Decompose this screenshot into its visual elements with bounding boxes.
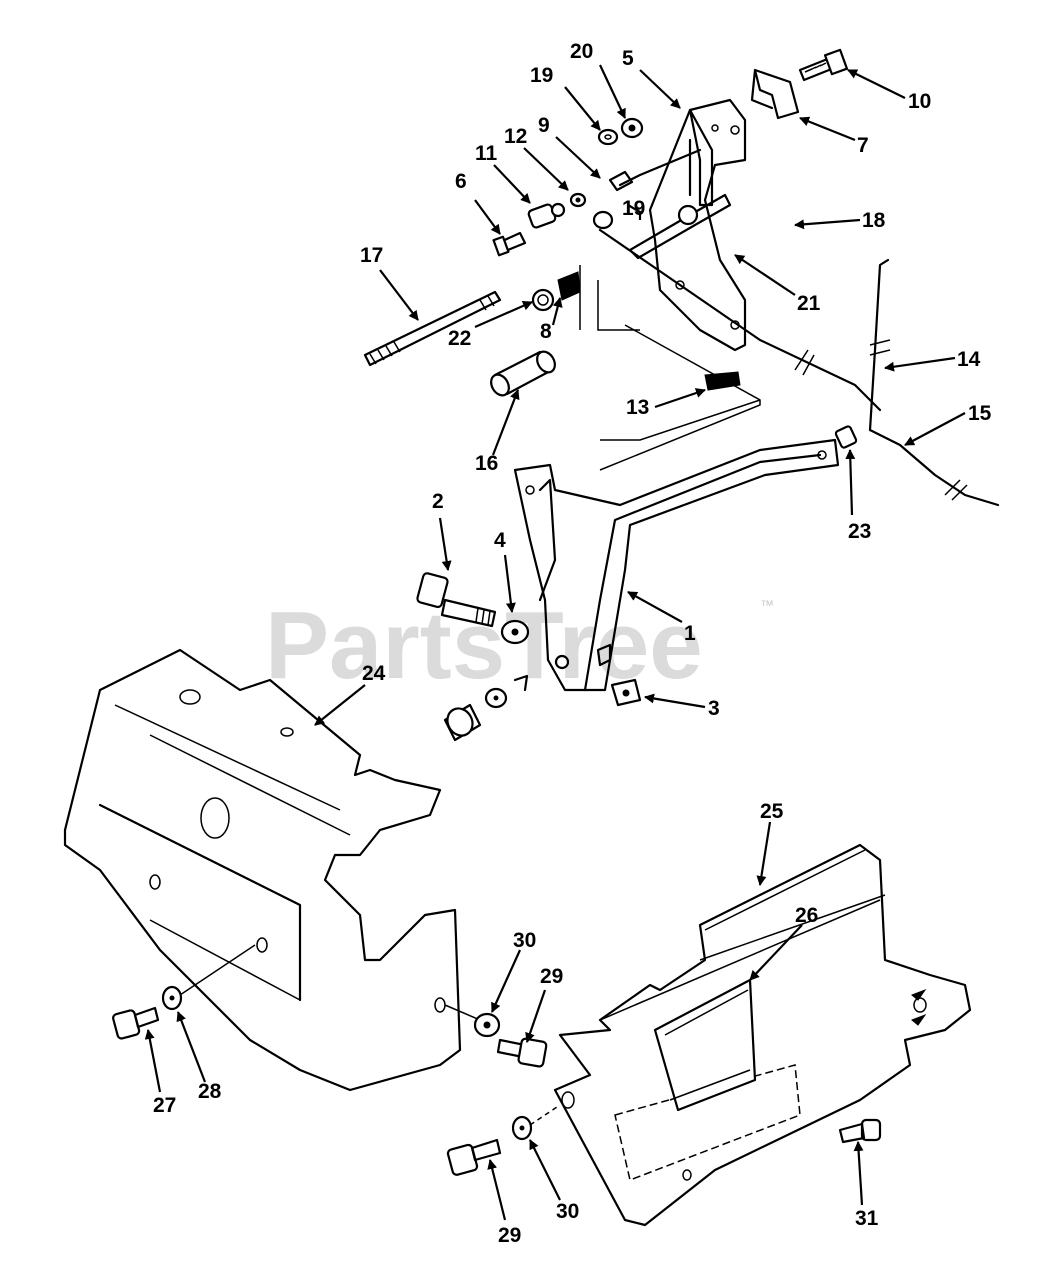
callout-30-bottom: 30 (556, 1200, 579, 1223)
callout-17: 17 (360, 244, 383, 267)
callout-2: 2 (432, 490, 444, 513)
callout-9: 9 (538, 114, 550, 137)
callout-3: 3 (708, 697, 720, 720)
callout-5: 5 (622, 47, 634, 70)
callout-29-mid: 29 (540, 965, 563, 988)
callout-12: 12 (504, 125, 527, 148)
callout-6: 6 (455, 170, 467, 193)
callout-15: 15 (968, 402, 992, 425)
callout-19-top: 19 (530, 64, 553, 87)
callout-27: 27 (153, 1094, 176, 1117)
part-24-shroud (63, 648, 462, 1092)
callout-28: 28 (198, 1080, 222, 1103)
part-27-28-bolt-washer (112, 944, 256, 1040)
part-26-decal (653, 978, 757, 1112)
callout-30-mid: 30 (513, 929, 536, 952)
watermark: PartsTree ™ (265, 592, 774, 699)
callout-20: 20 (570, 40, 593, 63)
callout-31: 31 (855, 1207, 879, 1230)
part-17-threaded-rod (363, 290, 502, 367)
callout-18: 18 (862, 209, 886, 232)
part-10-bolt (798, 48, 849, 82)
callout-21: 21 (797, 292, 821, 315)
callout-25: 25 (760, 800, 784, 823)
callout-26: 26 (795, 904, 818, 927)
part-29-30-mid (444, 1004, 548, 1068)
part-29-30-bottom (446, 1104, 561, 1176)
callout-1: 1 (684, 622, 696, 645)
callout-13: 13 (626, 396, 649, 419)
callout-24: 24 (362, 662, 386, 685)
upper-bracket-assembly (363, 48, 1000, 507)
part-5-bracket (648, 98, 747, 352)
watermark-text: PartsTree (265, 592, 703, 699)
callout-16: 16 (475, 452, 498, 475)
part-2-bolt (416, 572, 497, 628)
callout-labels: 1 2 3 4 5 6 7 8 9 10 11 12 13 14 15 16 1… (153, 40, 992, 1247)
part-7-clip (750, 68, 800, 120)
part-25-cover (553, 843, 972, 1227)
callout-8: 8 (540, 320, 552, 343)
callout-29-bottom: 29 (498, 1224, 521, 1247)
part-16-bushing (490, 350, 556, 397)
callout-14: 14 (957, 348, 981, 371)
callout-4: 4 (494, 529, 506, 552)
part-14-15-control-rods (598, 228, 1000, 507)
callout-10: 10 (908, 90, 931, 113)
part-1-lever (513, 399, 840, 692)
watermark-trademark: ™ (760, 597, 774, 613)
nut-stack (443, 674, 529, 742)
callout-22: 22 (448, 327, 471, 350)
callout-7: 7 (857, 134, 869, 157)
callout-23: 23 (848, 520, 871, 543)
callout-19-mid: 19 (622, 197, 645, 220)
callout-11: 11 (475, 142, 498, 165)
leader-lines (144, 64, 966, 1221)
part-31-bolt (838, 1118, 882, 1144)
